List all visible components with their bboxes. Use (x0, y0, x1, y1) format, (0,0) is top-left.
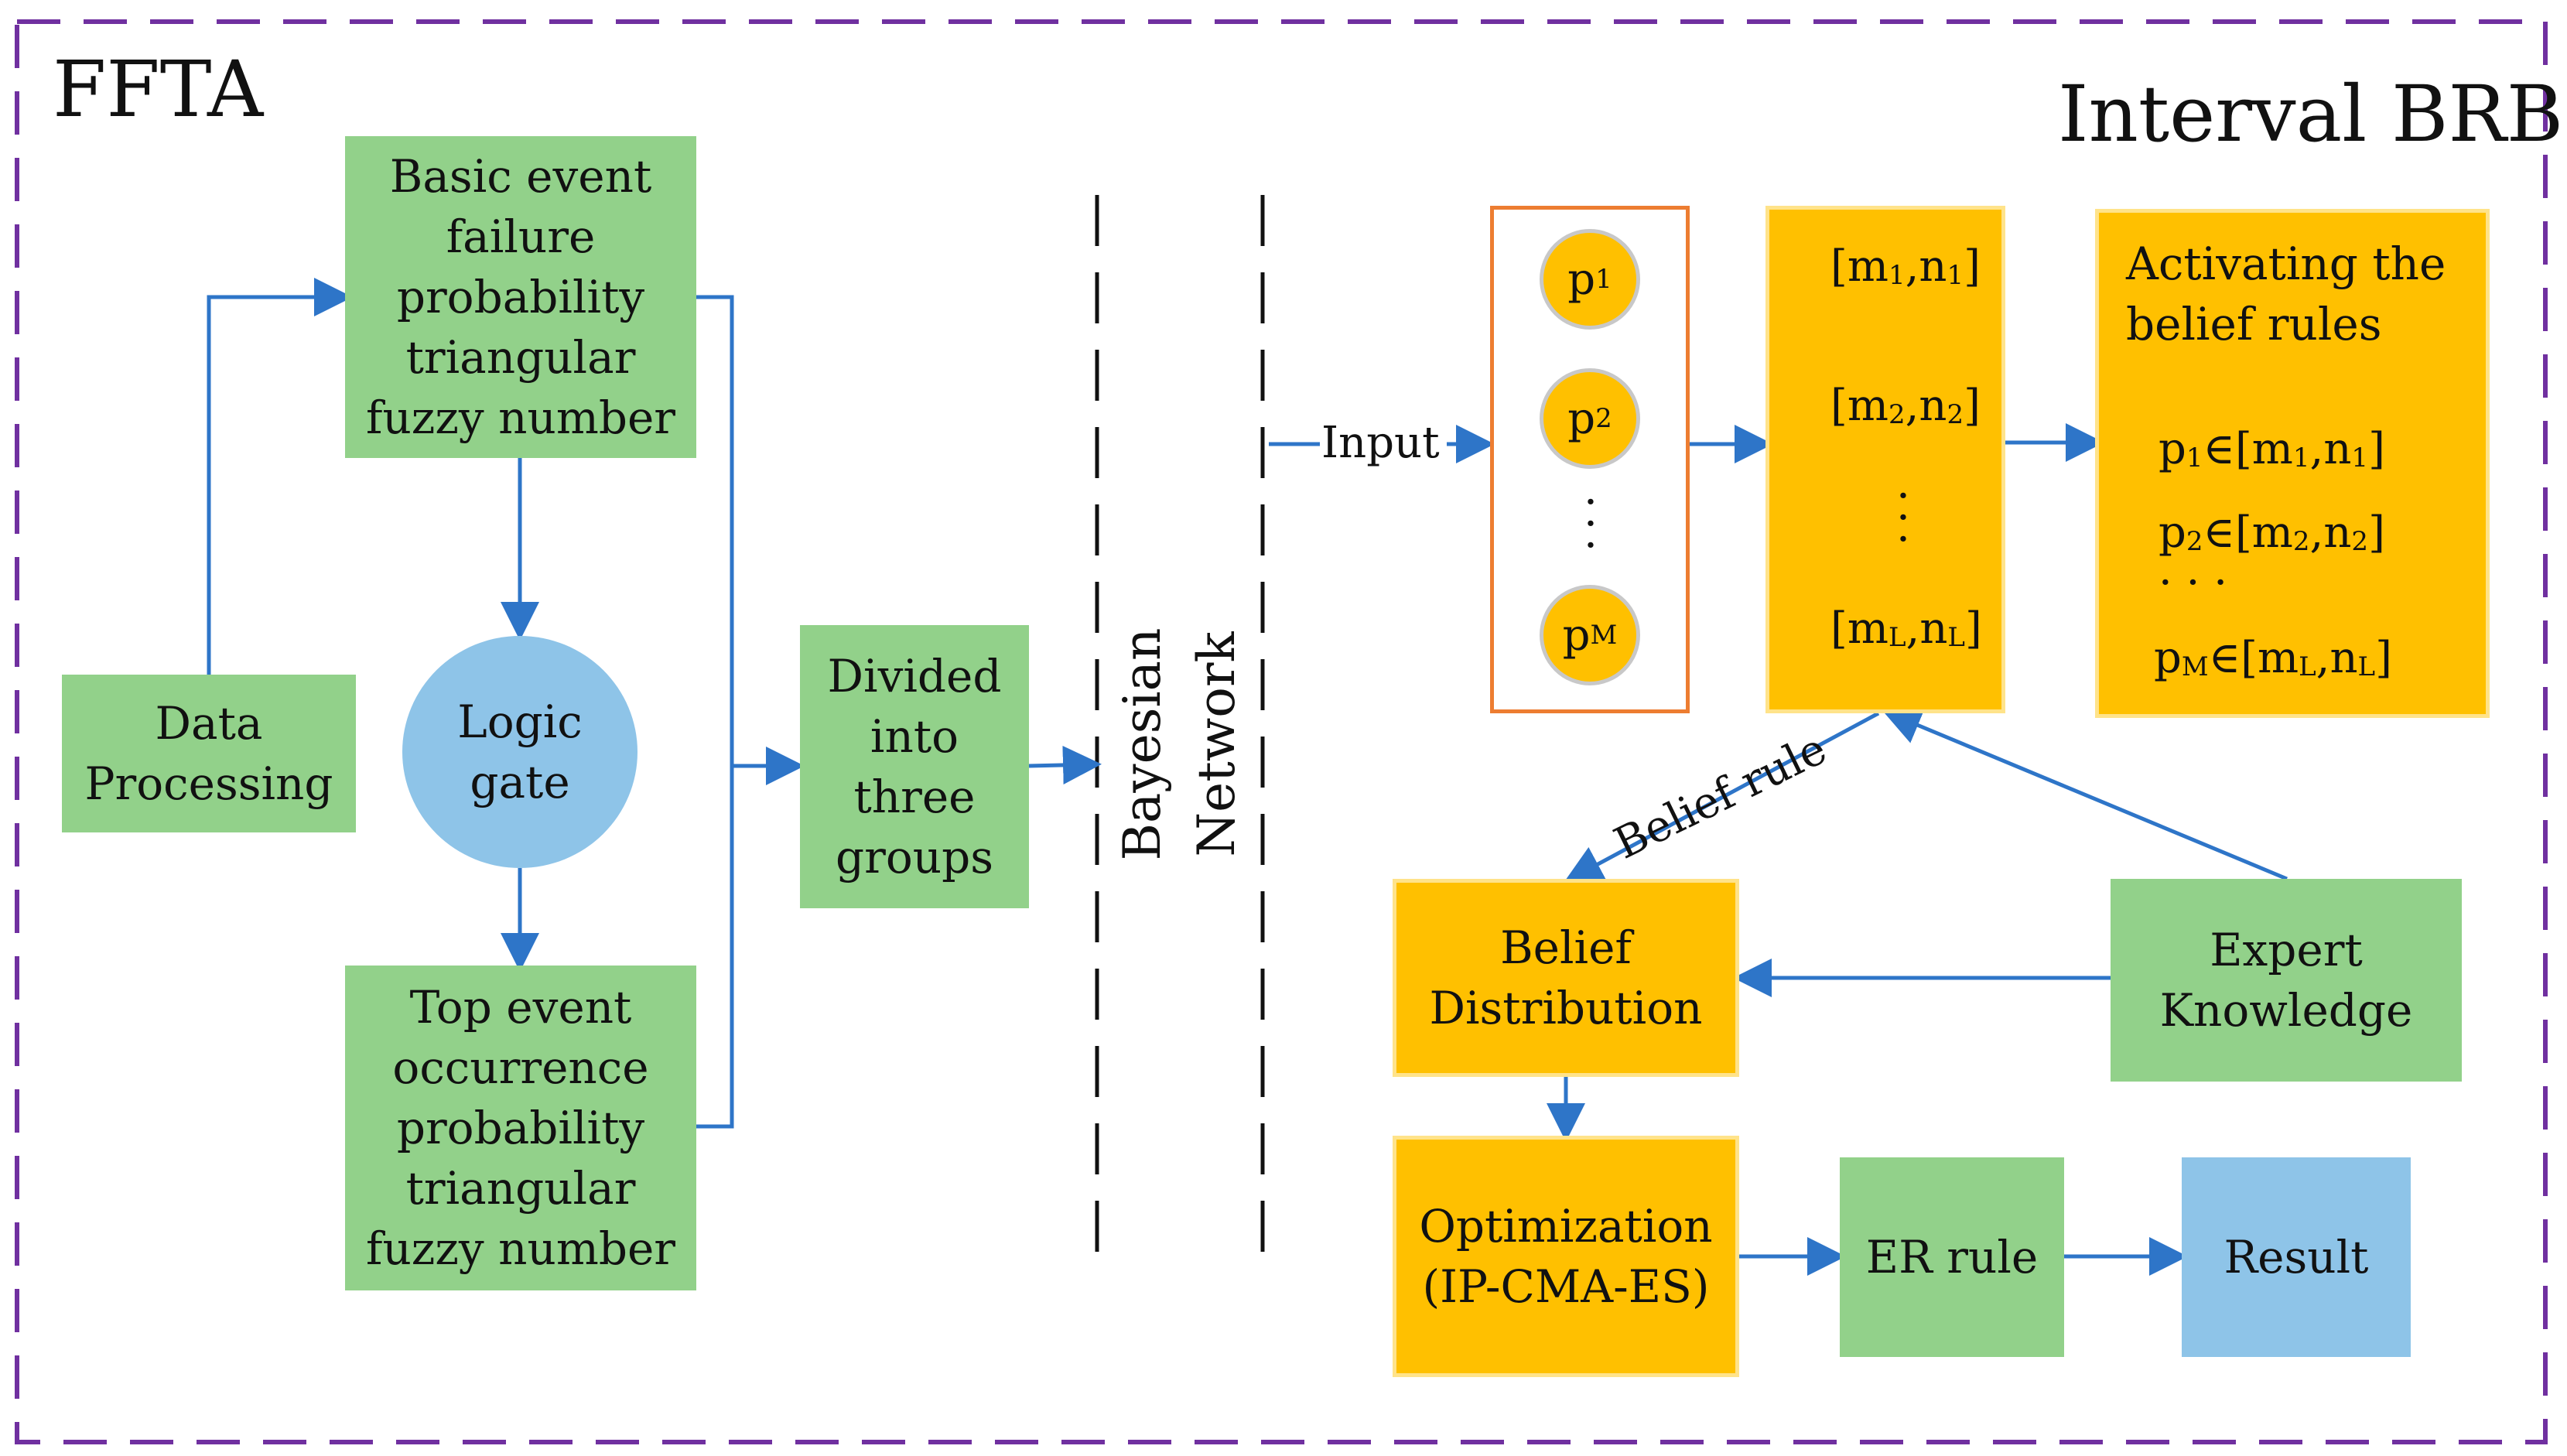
divided-groups-box: Divided into three groups (800, 625, 1029, 908)
activating-rules-box (2095, 209, 2490, 718)
rules-ellipsis: · · · (2159, 558, 2228, 608)
rule-pm: pM∈[mL,nL] (2154, 633, 2392, 683)
result-box: Result (2182, 1157, 2411, 1357)
arrow-expert-to-intervals (1882, 707, 2288, 881)
interval-brb-title: Interval BRB (2058, 69, 2564, 159)
basic-event-box: Basic event failure probability triangul… (345, 136, 696, 458)
bayesian-network-label: Bayesian Network (1113, 627, 1246, 861)
intervals-box (1765, 206, 2005, 713)
logic-gate-circle: Logic gate (402, 636, 637, 868)
arrow-data-to-basic (207, 278, 353, 675)
top-event-box: Top event occurrence probability triangu… (345, 966, 696, 1290)
intervals-ellipsis: ··· (1896, 471, 1910, 565)
arrow-belief-rule (1564, 711, 1880, 883)
inputs-ellipsis: ··· (1584, 477, 1598, 571)
input-label: Input (1321, 418, 1440, 468)
fft-title: FFTA (53, 44, 264, 135)
interval-2: [m2,n2] (1830, 381, 1981, 431)
bracket-basic (696, 295, 734, 1129)
activating-rules-title: Activating the belief rules (2126, 238, 2446, 350)
interval-l: [mL,nL] (1830, 603, 1982, 654)
outer-frame (15, 19, 2548, 1444)
expert-knowledge-box: Expert Knowledge (2111, 879, 2462, 1082)
rule-p1: p1∈[m1,n1] (2159, 424, 2385, 474)
interval-1: [m1,n1] (1830, 241, 1981, 292)
rule-p2: p2∈[m2,n2] (2159, 508, 2385, 558)
er-rule-box: ER rule (1840, 1157, 2064, 1357)
belief-distribution-box: Belief Distribution (1393, 879, 1739, 1077)
arrow-divided-to-bayesian (1028, 745, 1102, 784)
data-processing-box: Data Processing (62, 675, 356, 832)
optimization-box: Optimization (IP-CMA-ES) (1393, 1136, 1739, 1377)
